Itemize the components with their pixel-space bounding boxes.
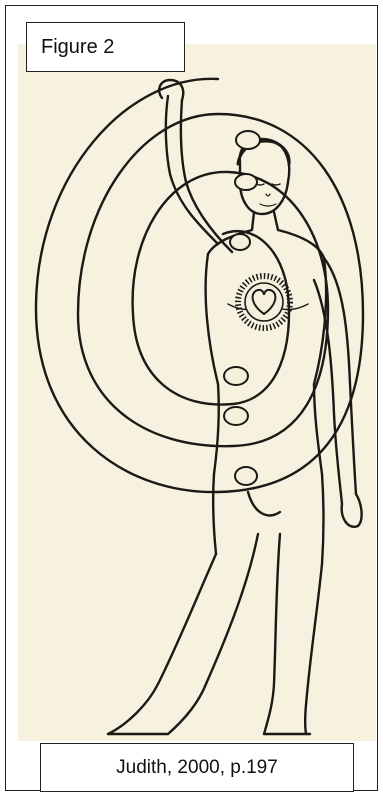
heart-chakra — [238, 276, 290, 328]
solar-plexus-chakra — [224, 367, 248, 385]
figure-title: Figure 2 — [26, 22, 185, 72]
sacral-chakra — [224, 407, 248, 425]
figure-illustration — [18, 44, 376, 741]
throat-chakra — [230, 234, 250, 250]
illustration-plate — [18, 44, 376, 741]
legs — [108, 474, 324, 734]
figure-frame: Figure 2 Judith, 2000, p.197 — [5, 5, 378, 791]
raised-arm — [159, 80, 232, 252]
figure-caption: Judith, 2000, p.197 — [40, 743, 354, 792]
torso — [206, 212, 326, 474]
hanging-arm — [314, 258, 362, 527]
root-chakra — [235, 467, 257, 485]
third-eye-chakra — [235, 174, 257, 190]
crown-chakra — [236, 131, 260, 149]
spiral-line — [36, 79, 363, 492]
